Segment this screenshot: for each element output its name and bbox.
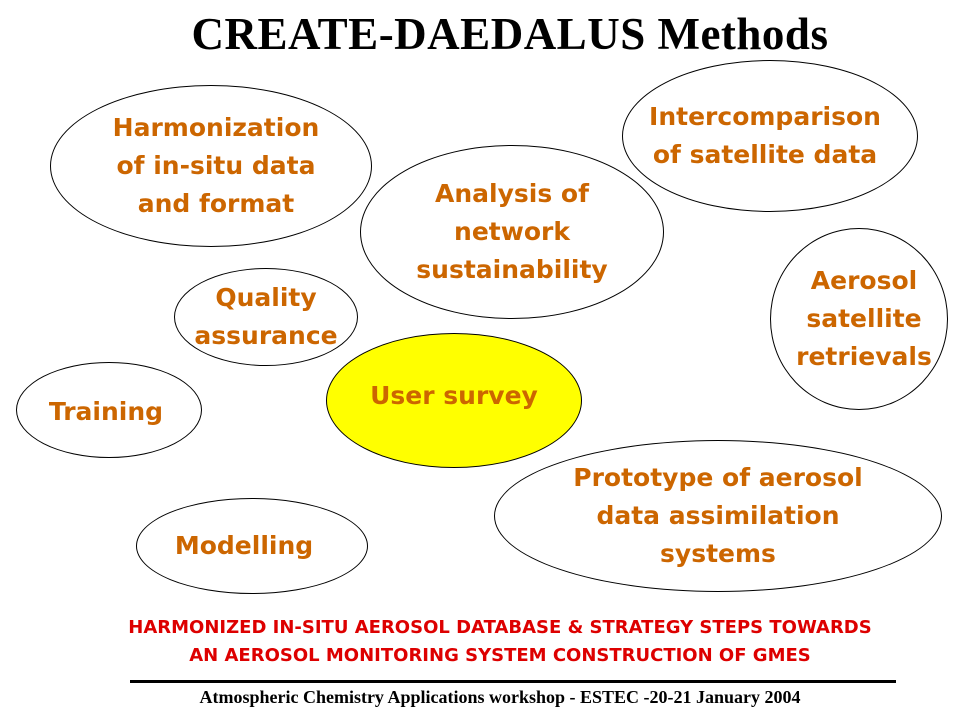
workshop-credit: Atmospheric Chemistry Applications works…	[199, 687, 801, 707]
node-intercomparison-label: Intercomparison of satellite data	[649, 102, 881, 169]
footer-statement: HARMONIZED IN-SITU AEROSOL DATABASE & ST…	[40, 614, 960, 670]
footer-divider	[130, 680, 896, 683]
node-quality-assurance: Quality assurance	[174, 268, 358, 366]
node-modelling-label: Modelling	[174, 531, 314, 560]
node-harmonization: Harmonization of in-situ data and format	[50, 85, 372, 247]
node-quality-assurance-label: Quality assurance	[194, 283, 338, 350]
node-prototype-data-assimilation: Prototype of aerosol data assimilation s…	[494, 440, 942, 592]
node-aerosol-satellite-retrievals-label: Aerosol satellite retrievals	[796, 266, 932, 371]
node-network-sustainability: Analysis of network sustainability	[360, 145, 664, 319]
node-modelling: Modelling	[136, 498, 368, 594]
node-user-survey: User survey	[326, 333, 582, 468]
node-user-survey-label: User survey	[370, 380, 538, 410]
node-training: Training	[16, 362, 202, 458]
node-harmonization-label: Harmonization of in-situ data and format	[112, 113, 320, 218]
node-intercomparison: Intercomparison of satellite data	[622, 60, 918, 212]
node-training-label: Training	[48, 397, 164, 426]
node-network-sustainability-label: Analysis of network sustainability	[416, 179, 608, 284]
footer-line-2: AN AEROSOL MONITORING SYSTEM CONSTRUCTIO…	[189, 645, 811, 666]
slide-title: CREATE-DAEDALUS Methods	[191, 9, 829, 59]
footer-line-1: HARMONIZED IN-SITU AEROSOL DATABASE & ST…	[128, 617, 872, 638]
node-prototype-data-assimilation-label: Prototype of aerosol data assimilation s…	[573, 463, 863, 568]
node-aerosol-satellite-retrievals: Aerosol satellite retrievals	[770, 228, 948, 410]
